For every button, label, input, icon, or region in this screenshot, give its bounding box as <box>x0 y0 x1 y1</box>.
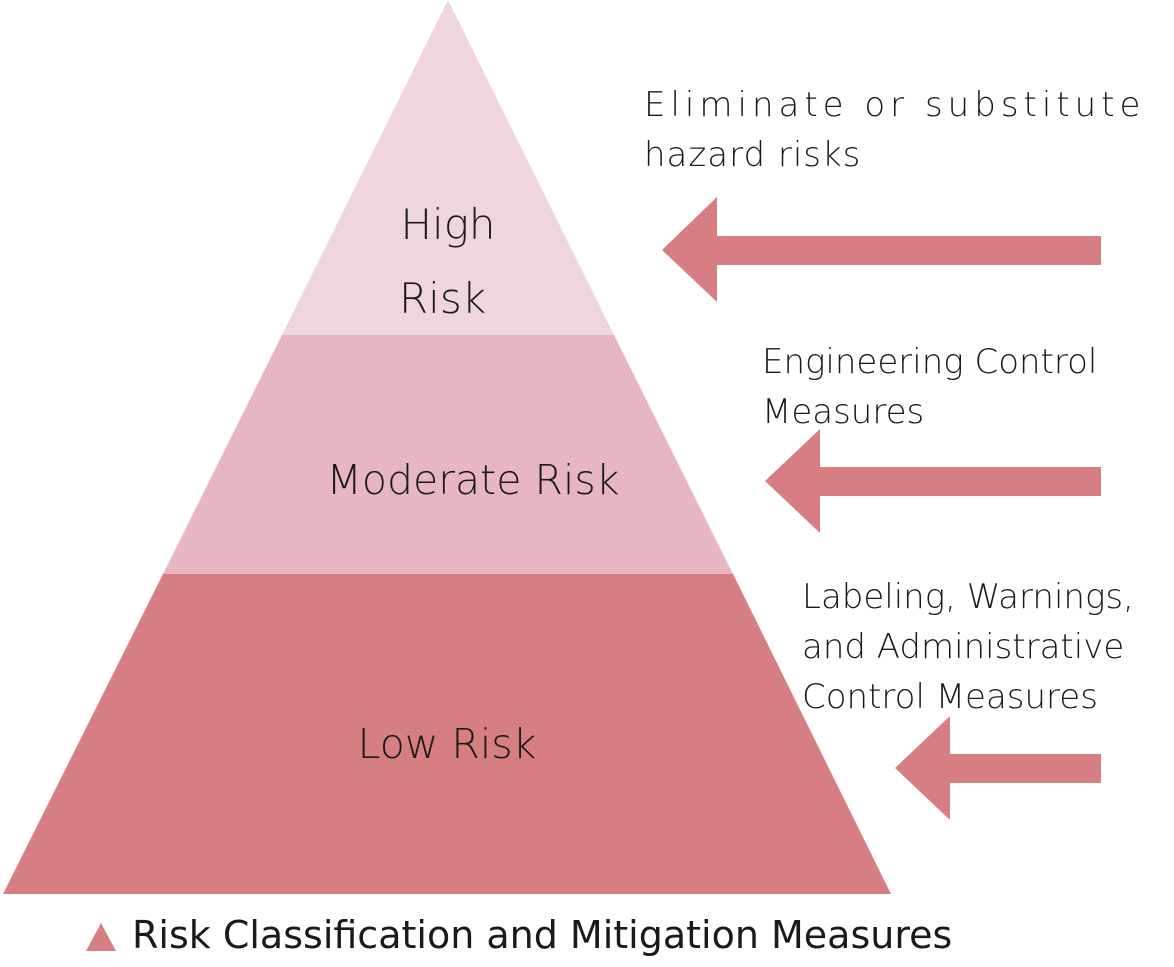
tier-label-moderate: Moderate Risk <box>326 456 620 504</box>
tier-label-high: High Risk <box>348 188 548 336</box>
pyramid-tier-high <box>282 0 614 335</box>
pyramid-tier-low <box>3 574 891 894</box>
tier-label-low: Low Risk <box>357 720 537 768</box>
measure-administrative-control: Labeling, Warnings, and Administrative C… <box>802 572 1134 722</box>
pyramid-tier-moderate <box>163 335 733 574</box>
measure-3-line3: Control Measures <box>802 677 1098 717</box>
measure-3-line2: and Administrative <box>802 627 1125 667</box>
measure-3-line1: Labeling, Warnings, <box>802 577 1134 617</box>
measure-2-line2: Measures <box>762 392 925 432</box>
measure-2-line1: Engineering Control <box>762 342 1098 382</box>
arrow-left-icon <box>662 197 1101 302</box>
arrow-left-icon <box>765 429 1101 533</box>
tier-label-high-line1: High <box>400 200 496 249</box>
measure-1-line2: hazard risks <box>644 135 862 175</box>
legend: Risk Classification and Mitigation Measu… <box>86 905 952 965</box>
arrow-left-icon <box>895 716 1101 820</box>
tier-label-high-line2: Risk <box>399 274 487 323</box>
legend-label: Risk Classification and Mitigation Measu… <box>132 913 953 957</box>
measure-engineering-control: Engineering Control Measures <box>762 337 1097 437</box>
triangle-icon <box>86 923 116 951</box>
measure-1-line1: Eliminate or substitute <box>644 85 1146 125</box>
measure-eliminate-substitute: Eliminate or substitute hazard risks <box>644 80 1145 180</box>
